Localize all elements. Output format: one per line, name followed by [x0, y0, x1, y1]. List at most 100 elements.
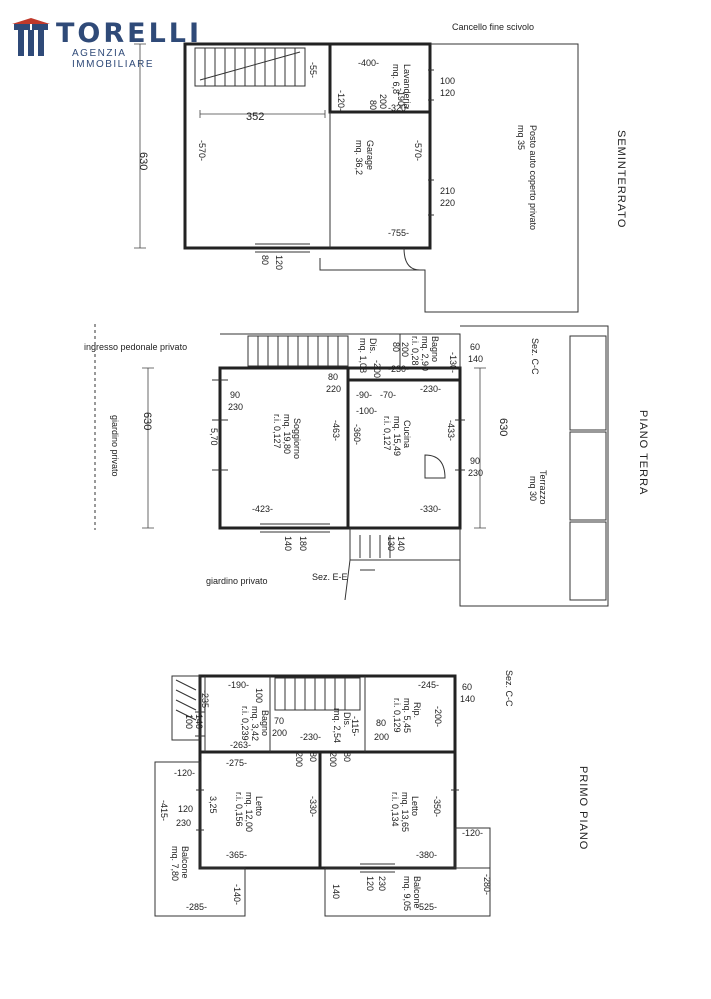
- label-posto-auto-area: mq 35: [516, 125, 526, 150]
- dim-pp-525: -525-: [416, 902, 437, 912]
- room-bagno-pt: Bagno: [430, 336, 440, 362]
- room-dis-pt-area: mq. 1,08: [358, 338, 368, 373]
- dim-pp-120: -120-: [174, 768, 195, 778]
- label-terrazzo: Terrazzo: [538, 470, 548, 505]
- room-soggiorno-area: mq. 19,80: [282, 414, 292, 454]
- dim-pp-263: -263-: [230, 740, 251, 750]
- room-balcone1-area: mq. 7,80: [170, 846, 180, 881]
- dim-pp-285: -285-: [186, 902, 207, 912]
- dim-sem-200: 200: [378, 94, 388, 109]
- brand-logo: TORELLI AGENZIA IMMOBILIARE: [12, 16, 202, 70]
- dim-pp-80c: 80: [342, 752, 352, 762]
- dim-pp-140c: -140-: [232, 884, 242, 905]
- dim-pp-100: 100: [254, 688, 264, 703]
- dim-pp-200b: 200: [272, 728, 287, 738]
- dim-pt-570: 5,70: [209, 428, 219, 446]
- room-dis-pp: Dis.: [342, 712, 352, 728]
- dim-pt-433: -433-: [446, 420, 456, 441]
- dim-pp-380: -380-: [416, 850, 437, 860]
- dim-pt-80b: 80: [391, 342, 401, 352]
- dim-pt-423: -423-: [252, 504, 273, 514]
- dim-pp-80b: 80: [308, 752, 318, 762]
- dim-pp-245: -245-: [418, 680, 439, 690]
- dim-pp-190: -190-: [228, 680, 249, 690]
- label-posto-auto: Posto auto coperto privato: [528, 125, 538, 230]
- dim-pp-140b: 140: [194, 714, 204, 729]
- dim-pp-415: -415-: [159, 800, 169, 821]
- room-letto1-area: mq. 12,00: [244, 792, 254, 832]
- dim-pt-60: 60: [470, 342, 480, 352]
- dim-pp-280: -280-: [482, 874, 492, 895]
- label-sez-ee: Sez. E-E: [312, 572, 348, 582]
- dim-pp-70: 70: [274, 716, 284, 726]
- room-letto1-ri: r.i. 0,156: [234, 792, 244, 827]
- building-logo-icon: [12, 18, 50, 56]
- room-cucina-ri: r.i. 0,127: [382, 416, 392, 451]
- dim-pp-230c: 230: [377, 876, 387, 891]
- dim-pp-200e: 200: [328, 752, 338, 767]
- room-garage-area: mq. 36,2: [354, 140, 364, 175]
- dim-sem-570b: -570-: [413, 140, 423, 161]
- dim-sem-320: -320-: [388, 103, 409, 113]
- dim-sem-100: 100: [440, 76, 455, 86]
- room-cucina: Cucina: [402, 420, 412, 448]
- dim-sem-220: 220: [440, 198, 455, 208]
- dim-pp-200: -200-: [433, 706, 443, 727]
- dim-pt-70: -70-: [380, 390, 396, 400]
- dim-pt-180: 180: [298, 536, 308, 551]
- dim-sem-120c: 120: [274, 255, 284, 270]
- dim-pp-235: -235-: [200, 690, 210, 711]
- dim-pp-365: -365-: [226, 850, 247, 860]
- plan-piano-terra: [94, 324, 609, 607]
- floor-title-primo-piano: PRIMO PIANO: [577, 766, 589, 850]
- room-letto2: Letto: [410, 796, 420, 816]
- room-letto1: Letto: [254, 796, 264, 816]
- plan-primo-piano: [154, 674, 491, 917]
- room-garage: Garage: [365, 140, 375, 170]
- label-giardino-bottom: giardino privato: [206, 576, 268, 586]
- stairs: [194, 47, 306, 87]
- room-lavanderia-area: mq. 6,8: [391, 64, 401, 94]
- dim-sem-55: -55-: [308, 62, 318, 78]
- dim-pt-220: 220: [326, 384, 341, 394]
- dim-sem-400: -400-: [358, 58, 379, 68]
- label-giardino-side: giardino privato: [110, 415, 120, 477]
- room-balcone2-area: mq. 9,05: [402, 876, 412, 911]
- dim-sem-570a: -570-: [197, 140, 207, 161]
- stairs: [247, 335, 349, 367]
- dim-pt-90: 90: [230, 390, 240, 400]
- label-cancello: Cancello fine scivolo: [452, 22, 534, 32]
- label-sez-cc-pp: Sez. C-C: [504, 670, 514, 707]
- room-letto2-area: mq. 13,65: [400, 792, 410, 832]
- dim-pp-80: 80: [376, 718, 386, 728]
- room-cucina-area: mq. 15,49: [392, 416, 402, 456]
- room-soggiorno: Soggiorno: [292, 418, 302, 459]
- room-dis-pp-area: mq. 2,54: [332, 708, 342, 743]
- room-rip: Rip.: [412, 702, 422, 718]
- dim-pp-230: -230-: [300, 732, 321, 742]
- room-letto2-ri: r.i. 0,134: [390, 792, 400, 827]
- dim-pp-275: -275-: [226, 758, 247, 768]
- dim-pp-330: -330-: [308, 796, 318, 817]
- room-bagno-pp-ri: r.i. 0,239: [240, 706, 250, 741]
- dim-pt-360: -360-: [352, 424, 362, 445]
- room-bagno-pp-area: mq. 3,42: [250, 706, 260, 741]
- dim-sem-120: -120-: [336, 90, 346, 111]
- floor-title-piano-terra: PIANO TERRA: [637, 410, 649, 495]
- dim-pt-200: -200-: [372, 360, 382, 381]
- dim-pp-200c: 200: [374, 732, 389, 742]
- dim-pt-630a: 630: [141, 412, 153, 430]
- dim-pt-230a: 230: [228, 402, 243, 412]
- room-balcone1: Balcone: [180, 846, 190, 879]
- room-dis-pt: Dis.: [368, 338, 378, 354]
- dim-pp-100b: 100: [184, 714, 194, 729]
- label-ingresso: ingresso pedonale privato: [84, 342, 187, 352]
- dim-pp-350: -350-: [432, 796, 442, 817]
- room-rip-area: mq. 5,45: [402, 698, 412, 733]
- dim-pt-140: 140: [468, 354, 483, 364]
- dim-pt-100: -100-: [356, 406, 377, 416]
- dim-pt-230d: 230: [468, 468, 483, 478]
- dim-pp-325: 3,25: [208, 796, 218, 814]
- dim-sem-120b: 120: [440, 88, 455, 98]
